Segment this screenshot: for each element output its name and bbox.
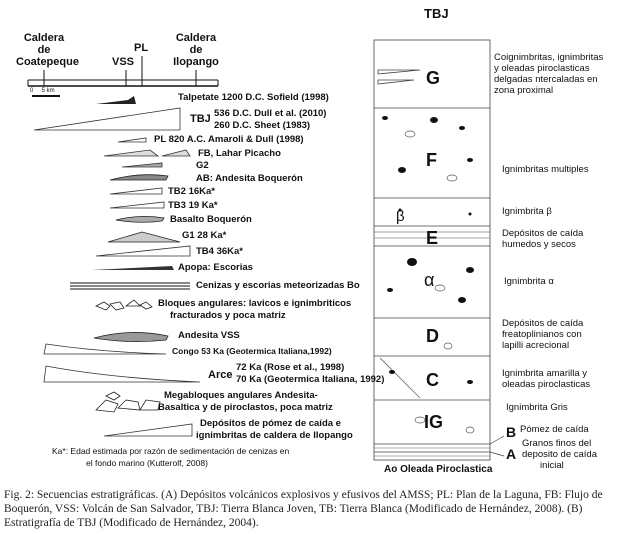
tbj-unit-label: zona proximal [494, 85, 554, 96]
column-letter: α [424, 270, 435, 290]
lahar-picacho-layer [161, 149, 191, 157]
tbj-unit-label: Ignimbrita β [502, 206, 552, 217]
apopa-layer [92, 266, 174, 270]
column-letter: E [426, 228, 439, 248]
unit-label: Arce [208, 369, 233, 381]
column-letter: C [426, 370, 439, 390]
column-letter: G [426, 68, 441, 88]
column-letter: D [426, 326, 439, 346]
tb2-layer [109, 187, 163, 195]
column-letter: B [506, 424, 517, 440]
tbj-column [373, 39, 491, 461]
tbj-unit-label: lapilli acrecional [502, 340, 570, 351]
unit-label: TB2 16Ka* [168, 186, 215, 197]
unit-label: PL 820 A.C. Amaroli & Dull (1998) [154, 134, 304, 145]
unit-label: 70 Ka (Geotermica Italiana, 1992) [236, 374, 385, 385]
unit-label: TBJ [190, 113, 211, 125]
column-letter: F [426, 150, 437, 170]
basalto-boqueron-layer [115, 216, 165, 223]
vss-label: VSS [112, 56, 135, 68]
pl-layer [117, 137, 147, 143]
column-letter: A [506, 446, 517, 462]
tbj-title: TBJ [424, 6, 449, 21]
caldera-ilopango-label: Caldera de Ilopango [173, 32, 219, 68]
g2-layer [121, 162, 163, 168]
tbj-unit-label: freatoplinianos con [502, 329, 582, 340]
unit-label: fracturados y poca matriz [170, 310, 286, 321]
unit-label: Basalto Boquerón [170, 214, 252, 225]
unit-label: Cenizas y escorias meteorizadas Bo [196, 280, 360, 291]
congo-layer [43, 343, 167, 355]
unit-label: TB3 19 Ka* [168, 200, 218, 211]
pl-label: PL [134, 42, 149, 54]
unit-label: Depósitos de pómez de caída e [200, 418, 341, 429]
column-clasts [382, 116, 474, 384]
footnote: el fondo marino (Kutterolf, 2008) [86, 458, 208, 468]
ab-layer [109, 174, 169, 181]
tbj-unit-label: inicial [540, 460, 564, 471]
tbj-layer [33, 107, 181, 131]
tbj-unit-label: Depósitos de caída [502, 228, 584, 239]
unit-label: ignimbritas de caldera de Ilopango [196, 430, 353, 441]
unit-label: 536 D.C. Dull et al. (2010) [214, 108, 327, 119]
andesita-vss-layer [93, 332, 169, 342]
column-pumice [404, 130, 475, 434]
talpetate-layer [96, 96, 136, 104]
column-letter: IG [424, 412, 444, 432]
tbj-unit-label: deposito de caída [522, 449, 598, 460]
cenizas-escorias-layer [70, 282, 190, 290]
tbj-unit-label: Depósitos de caída [502, 318, 584, 329]
tbj-unit-label: Ignimbritas multiples [502, 164, 589, 175]
unit-label: Congo 53 Ka (Geotermica Italiana,1992) [172, 346, 332, 356]
tbj-unit-label: oleadas piroclasticas [502, 379, 591, 390]
unit-label: 260 D.C. Sheet (1983) [214, 120, 311, 131]
tbj-unit-label: Granos finos del [522, 438, 592, 449]
tbj-unit-label: Ignimbrita α [504, 276, 554, 287]
figure-caption: Fig. 2: Secuencias estratigráficas. (A) … [4, 489, 603, 529]
unit-label: 72 Ka (Rose et al., 1998) [236, 362, 345, 373]
tbj-unit-label: Ignimbrita Gris [506, 402, 568, 413]
tbj-unit-label: y oleadas piroclasticas [494, 63, 590, 74]
bloques-angulares-layer [95, 299, 153, 311]
megabloques-layer [95, 391, 161, 413]
ba-pointer-lines [489, 435, 505, 457]
footnote: Ka*: Edad estimada por razón de sediment… [52, 446, 290, 456]
unit-label: Talpetate 1200 D.C. Sofield (1998) [178, 92, 329, 103]
caldera-coatepeque-label: Caldera de Coatepeque [16, 32, 79, 68]
tbj-unit-label: Ignimbrita amarilla y [502, 368, 587, 379]
unit-label: Apopa: Escorias [178, 262, 253, 273]
g1-layer [107, 231, 181, 243]
tbj-unit-label: Coignimbritas, ignimbritas [494, 52, 604, 63]
unit-label: Megabloques angulares Andesita- [164, 390, 318, 401]
unit-label: Andesita VSS [178, 330, 240, 341]
unit-label: Basaltica y de piroclastos, poca matriz [158, 402, 333, 413]
tb3-layer [109, 201, 165, 209]
location-axis [27, 56, 219, 87]
unit-label: FB, Lahar Picacho [198, 148, 281, 159]
unit-label: AB: Andesita Boquerón [196, 173, 303, 184]
unit-label: Bloques angulares: lavicos e ignimbritic… [158, 298, 352, 309]
arce-layer [43, 365, 201, 383]
scale-label: 0 5 km [30, 88, 55, 94]
ba-hatching [374, 447, 490, 457]
tbj-unit-label: Pómez de caída [520, 424, 589, 435]
pomez-ilopango-layer [103, 423, 193, 437]
tb4-layer [95, 245, 191, 257]
unit-label: G2 [196, 160, 209, 171]
tbj-unit-label: delgadas ntercaladas en [494, 74, 598, 85]
unit-label: G1 28 Ka* [182, 230, 227, 241]
column-letter: β [396, 208, 405, 225]
unit-label: TB4 36Ka* [196, 246, 243, 257]
column-bottom-label: Ao Oleada Piroclastica [384, 464, 493, 475]
fb-layer [103, 149, 160, 157]
tbj-unit-label: humedos y secos [502, 239, 576, 250]
